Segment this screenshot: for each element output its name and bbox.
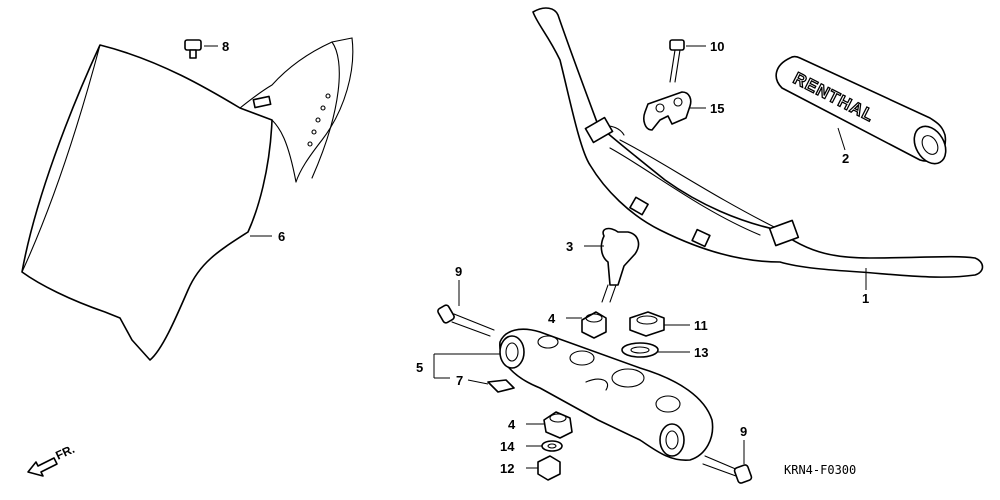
callout-13: 13: [694, 345, 708, 360]
grip: RENTHAL: [775, 55, 947, 165]
callout-1: 1: [862, 291, 869, 306]
front-direction-label: FR.: [53, 442, 76, 463]
callout-3: 3: [566, 239, 573, 254]
leader-lines: [204, 45, 867, 469]
top-bridge: [499, 328, 714, 461]
nut-11: [629, 311, 665, 337]
lower-holder-3: [600, 227, 640, 303]
callout-4-lower: 4: [508, 417, 516, 432]
callout-9-left: 9: [455, 264, 462, 279]
callout-9-right: 9: [740, 424, 747, 439]
handlebar: [532, 7, 984, 278]
callout-5: 5: [416, 360, 423, 375]
washer-13: [621, 342, 659, 358]
callout-15: 15: [710, 101, 724, 116]
bolt-9-right: [702, 455, 753, 484]
callouts: 8 10 15 2 3 6 1 9 4 11 13 5 7 4 14 12 9: [222, 39, 869, 476]
callout-6: 6: [278, 229, 285, 244]
callout-10: 10: [710, 39, 724, 54]
callout-11: 11: [694, 318, 708, 333]
callout-12: 12: [500, 461, 514, 476]
callout-7: 7: [456, 373, 463, 388]
callout-2: 2: [842, 151, 849, 166]
callout-4-upper: 4: [548, 311, 556, 326]
nut-4-lower: [543, 411, 573, 439]
number-plate: [21, 37, 354, 361]
nut-4-upper: [581, 311, 607, 339]
bolt-10: [669, 39, 685, 83]
diagram-code: KRN4-F0300: [784, 463, 856, 477]
washer-14: [541, 440, 563, 452]
upper-holder-15: [643, 91, 692, 131]
washer-7: [487, 379, 515, 393]
front-arrow-icon: [27, 457, 58, 477]
front-direction-indicator: FR.: [27, 442, 77, 477]
bolt-8: [184, 39, 202, 59]
callout-14: 14: [500, 439, 515, 454]
callout-8: 8: [222, 39, 229, 54]
bolt-9-left: [437, 304, 495, 337]
nut-12: [537, 455, 561, 481]
